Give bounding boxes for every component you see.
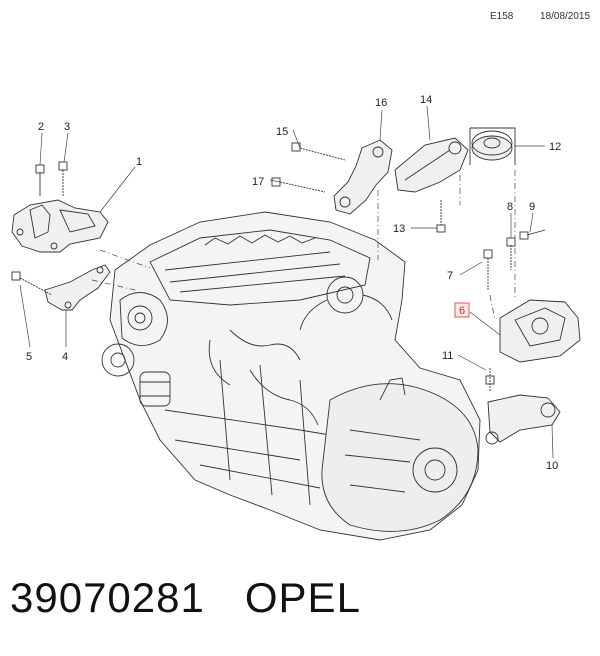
callout-4[interactable]: 4 [62, 351, 68, 363]
callout-12[interactable]: 12 [549, 141, 561, 153]
bolt-9 [519, 229, 546, 240]
callout-6-highlight-box [454, 302, 470, 318]
callout-14[interactable]: 14 [420, 94, 432, 106]
part-number: 39070281 [10, 574, 205, 621]
callout-10[interactable]: 10 [546, 460, 558, 472]
torque-rod-14 [394, 137, 469, 193]
right-engine-mount [499, 299, 581, 363]
callout-5[interactable]: 5 [26, 351, 32, 363]
bolt-8 [506, 237, 516, 270]
callout-16[interactable]: 16 [375, 97, 387, 109]
torque-bracket-16 [333, 139, 393, 215]
callout-9[interactable]: 9 [529, 201, 535, 213]
callout-1[interactable]: 1 [136, 156, 142, 168]
part-caption: 39070281 OPEL [10, 574, 361, 622]
engine-assembly-illustration [101, 211, 481, 541]
bolt-5 [11, 271, 53, 296]
bolt-11 [485, 368, 495, 392]
diagram-date: 18/08/2015 [540, 11, 591, 22]
callout-17[interactable]: 17 [252, 176, 264, 188]
bracket-4 [44, 264, 111, 311]
callout-7[interactable]: 7 [447, 270, 453, 282]
bushing-12 [469, 127, 516, 165]
bolt-3 [58, 161, 68, 196]
callout-3[interactable]: 3 [64, 121, 70, 133]
leader-lines [19, 105, 554, 459]
left-engine-mount [11, 199, 109, 253]
brand-name: OPEL [244, 574, 361, 621]
bolt-2 [35, 164, 45, 196]
bolt-7 [483, 249, 493, 290]
engine-mount-diagram: 1 2 3 4 5 6 7 8 9 10 11 12 13 14 15 16 1… [11, 94, 581, 541]
callout-11[interactable]: 11 [442, 350, 453, 362]
callout-8[interactable]: 8 [507, 201, 513, 213]
callout-13[interactable]: 13 [393, 223, 405, 235]
callout-2[interactable]: 2 [38, 121, 44, 133]
callout-15[interactable]: 15 [276, 126, 288, 138]
diagram-code: E158 [490, 11, 514, 22]
bolt-15 [291, 142, 346, 161]
bolt-13 [436, 200, 446, 233]
bolt-17 [271, 177, 326, 193]
callout-6[interactable]: 6 [459, 305, 465, 317]
lower-mount-10 [485, 394, 561, 445]
